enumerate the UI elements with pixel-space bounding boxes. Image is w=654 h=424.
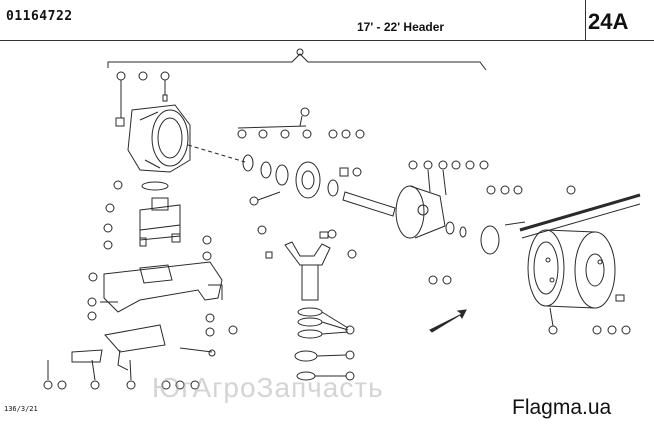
gearbox-housing bbox=[127, 104, 246, 173]
page-code: 24A bbox=[588, 9, 629, 34]
header-divider bbox=[585, 0, 586, 40]
callout-marker bbox=[296, 48, 304, 56]
assembly-bracket bbox=[107, 53, 487, 71]
page-title: 17' - 22' Header bbox=[357, 20, 445, 34]
bearing-stack bbox=[237, 107, 365, 206]
drive-shaft bbox=[342, 167, 396, 217]
mounting-frame bbox=[87, 261, 223, 321]
drive-hub bbox=[395, 160, 526, 285]
header-rule bbox=[0, 40, 654, 41]
part-number: 01164722 bbox=[6, 9, 73, 24]
drawing-number: 136/3/21 bbox=[4, 405, 38, 413]
pulley-assembly bbox=[519, 185, 641, 335]
left-stack bbox=[103, 180, 212, 261]
yoke-assembly bbox=[257, 225, 357, 381]
direction-arrow bbox=[429, 309, 467, 333]
site-watermark: Flagma.ua bbox=[512, 396, 612, 419]
lower-bracket bbox=[43, 313, 238, 390]
watermark: ЮгАгроЗапчасть bbox=[152, 372, 384, 403]
callout-group bbox=[115, 71, 170, 127]
